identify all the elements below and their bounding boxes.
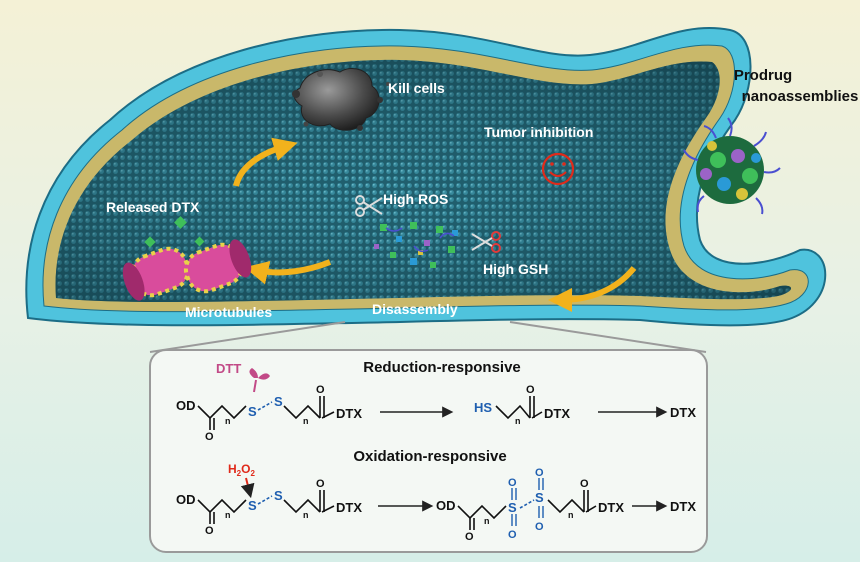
svg-text:O: O [205, 431, 214, 443]
reduction-thiol-molecule: HS n O DTX [474, 384, 570, 426]
svg-text:n: n [515, 416, 521, 426]
svg-text:n: n [303, 510, 309, 520]
svg-text:n: n [568, 510, 574, 520]
svg-text:O: O [205, 525, 214, 537]
svg-text:O: O [535, 467, 544, 479]
dtt-scissors-icon [249, 368, 270, 393]
svg-text:n: n [225, 510, 231, 520]
released-dtx-label: Released DTX [106, 199, 200, 215]
svg-text:O: O [535, 521, 544, 533]
svg-text:n: n [225, 416, 231, 426]
svg-text:O: O [580, 478, 589, 490]
microtubule-icon [122, 236, 252, 301]
smiley-icon [541, 152, 575, 186]
svg-text:O: O [316, 478, 325, 490]
dtx-particle-icon [174, 216, 187, 229]
svg-text:S: S [274, 394, 283, 409]
arrow-to-microtubules [244, 259, 332, 285]
reduction-product: DTX [670, 405, 696, 420]
arrow-to-kill [233, 137, 298, 187]
reduction-title: Reduction-responsive [363, 359, 521, 376]
tumor-inhibition-label: Tumor inhibition [484, 124, 593, 140]
disassembly-label: Disassembly [372, 301, 458, 317]
high-ros-label: High ROS [383, 191, 448, 207]
prodrug-label-line2: nanoassemblies [742, 88, 859, 105]
svg-text:n: n [303, 416, 309, 426]
disassembly-fragments [374, 222, 458, 268]
svg-text:HS: HS [474, 400, 492, 415]
oxidation-sulfone-molecule: OD O n S O O S O O n O DTX [436, 467, 624, 543]
svg-text:OD: OD [176, 492, 196, 507]
dead-cell-icon [292, 68, 390, 131]
oxidation-title: Oxidation-responsive [353, 448, 506, 465]
svg-text:O: O [508, 529, 517, 541]
svg-text:DTX: DTX [544, 406, 570, 421]
svg-text:S: S [535, 490, 544, 505]
svg-text:O: O [316, 384, 325, 396]
callout-line-right [509, 321, 707, 353]
kill-cells-label: Kill cells [388, 80, 445, 96]
high-gsh-label: High GSH [483, 261, 548, 277]
oxidation-product: DTX [670, 499, 696, 514]
reaction-panel [149, 349, 708, 553]
h2o2-label: H2O2 [228, 462, 255, 478]
svg-text:OD: OD [176, 398, 196, 413]
svg-text:n: n [484, 516, 490, 526]
nanoassembly-icon [683, 117, 781, 215]
svg-text:O: O [508, 477, 517, 489]
svg-text:DTX: DTX [598, 500, 624, 515]
svg-text:OD: OD [436, 498, 456, 513]
svg-text:DTX: DTX [336, 500, 362, 515]
arrow-to-disassembly [548, 266, 637, 312]
microtubules-label: Microtubules [185, 304, 272, 320]
svg-text:DTX: DTX [336, 406, 362, 421]
oxidation-start-molecule: OD O n S S n O DTX [176, 478, 362, 537]
svg-text:O: O [526, 384, 535, 396]
prodrug-label-line1: Prodrug [734, 67, 792, 84]
reduction-start-molecule: OD O n S S n O DTX [176, 384, 362, 443]
svg-text:S: S [248, 404, 257, 419]
svg-text:O: O [465, 531, 474, 543]
callout-line-left [149, 321, 346, 353]
svg-text:S: S [508, 500, 517, 515]
dtt-label: DTT [216, 361, 241, 376]
svg-text:S: S [248, 498, 257, 513]
svg-text:S: S [274, 488, 283, 503]
scissors-icon [471, 231, 501, 253]
h2o2-arrow [240, 477, 255, 499]
scissors-icon [355, 195, 383, 217]
